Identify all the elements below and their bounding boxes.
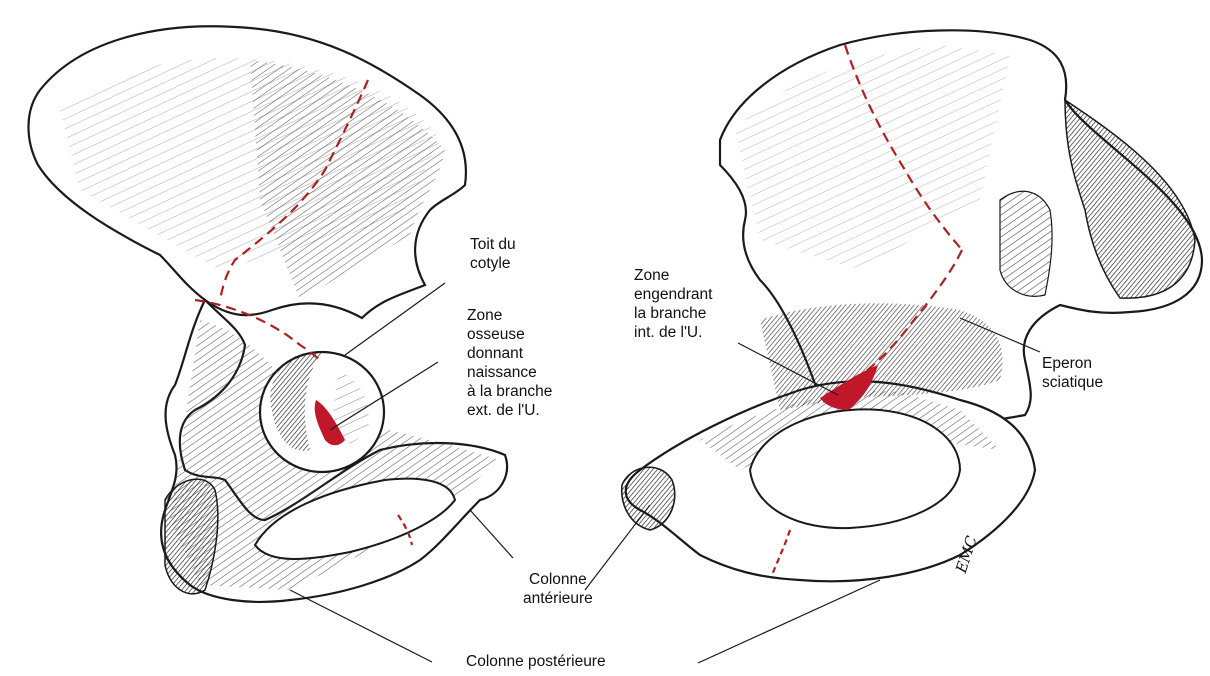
label-colonne-posterieure: Colonne postérieure xyxy=(466,652,606,671)
left-hip-bone xyxy=(28,26,507,602)
leader-colonne-anterieure-left xyxy=(470,510,513,558)
label-toit-du-cotyle: Toit du cotyle xyxy=(470,235,516,273)
leader-colonne-posterieure-right xyxy=(698,580,880,663)
label-eperon-sciatique: Eperon sciatique xyxy=(1042,354,1103,392)
leader-colonne-posterieure-left xyxy=(290,590,432,662)
leader-colonne-anterieure-right xyxy=(585,505,650,590)
label-zone-osseuse: Zone osseuse donnant naissance à la bran… xyxy=(467,306,552,420)
label-zone-engendrant: Zone engendrant la branche int. de l'U. xyxy=(634,266,712,342)
label-colonne-anterieure: Colonne antérieure xyxy=(523,570,593,608)
